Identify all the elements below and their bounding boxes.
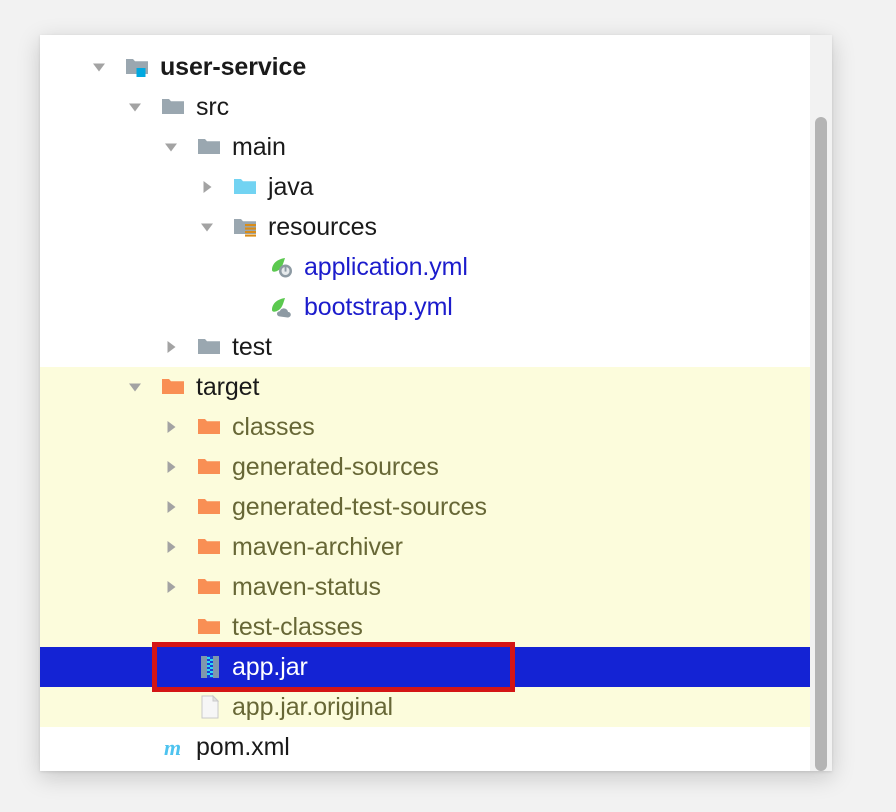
tree-row[interactable]: src	[40, 87, 832, 127]
orange-folder-icon	[197, 574, 223, 600]
tree-row-label: app.jar.original	[232, 693, 394, 721]
tree-row[interactable]: main	[40, 127, 832, 167]
orange-folder-icon	[161, 374, 187, 400]
chevron-right-icon[interactable]	[162, 458, 180, 476]
tree-row[interactable]: generated-test-sources	[40, 487, 832, 527]
tree-row[interactable]: test	[40, 327, 832, 367]
tree-row[interactable]: maven-archiver	[40, 527, 832, 567]
folder-icon	[197, 334, 223, 360]
tree-row-label: src	[196, 93, 230, 121]
tree-row-label: test-classes	[232, 613, 363, 641]
chevron-down-icon[interactable]	[126, 378, 144, 396]
tree-row-label: java	[268, 173, 314, 201]
tree-row-label: generated-sources	[232, 453, 439, 481]
svg-text:m: m	[164, 735, 181, 760]
tree-row-label: app.jar	[232, 653, 308, 681]
source-root-folder-icon	[233, 174, 259, 200]
tree-row[interactable]: m pom.xml	[40, 727, 832, 767]
vertical-scrollbar-track[interactable]	[810, 35, 832, 771]
chevron-right-icon[interactable]	[162, 418, 180, 436]
tree-row-label: maven-status	[232, 573, 381, 601]
tree-row-label: generated-test-sources	[232, 493, 487, 521]
tree-row[interactable]: java	[40, 167, 832, 207]
tree-row-label: pom.xml	[196, 733, 290, 761]
file-icon	[197, 694, 223, 720]
spring-bootstrap-icon	[269, 294, 295, 320]
tree-row-label: main	[232, 133, 286, 161]
tree-row-label: bootstrap.yml	[304, 293, 453, 321]
tree-row-label: test	[232, 333, 272, 361]
tree-row[interactable]: application.yml	[40, 247, 832, 287]
tree-row[interactable]: test-classes	[40, 607, 832, 647]
orange-folder-icon	[197, 454, 223, 480]
tree-row[interactable]: user-service	[40, 47, 832, 87]
jar-archive-icon	[197, 654, 223, 680]
orange-folder-icon	[197, 614, 223, 640]
chevron-right-icon[interactable]	[162, 578, 180, 596]
orange-folder-icon	[197, 414, 223, 440]
maven-pom-icon: m	[161, 734, 187, 760]
folder-icon	[197, 134, 223, 160]
tree-row-label: user-service	[160, 53, 307, 81]
chevron-down-icon[interactable]	[198, 218, 216, 236]
chevron-right-icon[interactable]	[198, 178, 216, 196]
chevron-right-icon[interactable]	[162, 338, 180, 356]
tree-row[interactable]: generated-sources	[40, 447, 832, 487]
tree-row-label: target	[196, 373, 260, 401]
spring-config-icon	[269, 254, 295, 280]
chevron-right-icon[interactable]	[162, 498, 180, 516]
chevron-down-icon[interactable]	[126, 98, 144, 116]
chevron-down-icon[interactable]	[90, 58, 108, 76]
orange-folder-icon	[197, 494, 223, 520]
tree-row[interactable]: app.jar.original	[40, 687, 832, 727]
module-folder-icon	[125, 54, 151, 80]
chevron-down-icon[interactable]	[162, 138, 180, 156]
tree-row-label: classes	[232, 413, 315, 441]
orange-folder-icon	[197, 534, 223, 560]
tree-row[interactable]: target	[40, 367, 832, 407]
vertical-scrollbar-thumb[interactable]	[815, 117, 827, 771]
tree-row-label: application.yml	[304, 253, 468, 281]
tree-row[interactable]: maven-status	[40, 567, 832, 607]
folder-icon	[161, 94, 187, 120]
tree-row[interactable]: resources	[40, 207, 832, 247]
chevron-right-icon[interactable]	[162, 538, 180, 556]
tree-row-label: resources	[268, 213, 377, 241]
resources-folder-icon	[233, 214, 259, 240]
tree-row[interactable]: bootstrap.yml	[40, 287, 832, 327]
tree-row[interactable]: classes	[40, 407, 832, 447]
project-tree-panel: user-service src main java resources app…	[40, 35, 832, 771]
tree-row-label: maven-archiver	[232, 533, 403, 561]
tree-row[interactable]: app.jar	[40, 647, 832, 687]
